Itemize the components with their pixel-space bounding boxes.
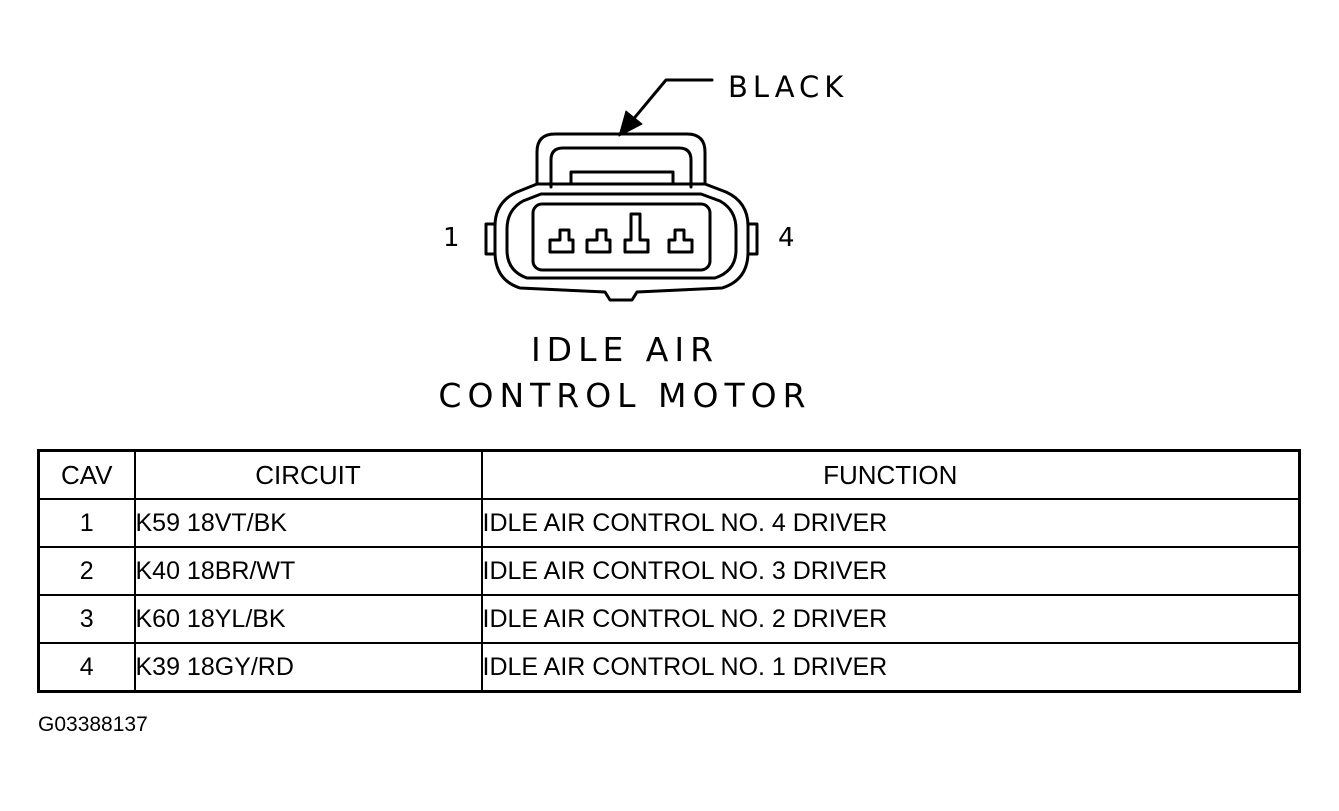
table-row: 2 K40 18BR/WT IDLE AIR CONTROL NO. 3 DRI… xyxy=(37,546,1301,596)
cav-cell: 2 xyxy=(37,546,136,596)
figure-id: G03388137 xyxy=(38,713,148,736)
circuit-cell: K39 18GY/RD xyxy=(133,642,483,693)
terminal-4 xyxy=(667,228,694,254)
circuit-cell: K40 18BR/WT xyxy=(133,546,483,596)
table-header-row: CAV CIRCUIT FUNCTION xyxy=(37,449,1301,500)
circuit-cell: K60 18YL/BK xyxy=(133,594,483,644)
function-cell: IDLE AIR CONTROL NO. 3 DRIVER xyxy=(480,546,1301,596)
table-row: 4 K39 18GY/RD IDLE AIR CONTROL NO. 1 DRI… xyxy=(37,642,1301,693)
connector-body xyxy=(484,182,759,302)
cav-cell: 3 xyxy=(37,594,136,644)
header-function: FUNCTION xyxy=(480,449,1301,500)
connector-latch xyxy=(535,132,707,189)
pin-number-last: 4 xyxy=(778,223,795,253)
pin-number-first: 1 xyxy=(443,223,460,253)
connector-color-label: BLACK xyxy=(728,70,849,104)
terminal-3 xyxy=(623,212,650,254)
header-circuit: CIRCUIT xyxy=(133,449,483,500)
leader-arrow xyxy=(618,78,714,137)
circuit-cell: K59 18VT/BK xyxy=(133,498,483,548)
terminal-1 xyxy=(548,228,575,254)
cav-cell: 4 xyxy=(37,642,136,693)
header-cav: CAV xyxy=(37,449,136,500)
terminals xyxy=(548,212,694,254)
terminal-2 xyxy=(585,228,612,254)
connector-diagram xyxy=(484,78,759,302)
cav-cell: 1 xyxy=(37,498,136,548)
pinout-table: CAV CIRCUIT FUNCTION 1 K59 18VT/BK IDLE … xyxy=(37,449,1301,693)
function-cell: IDLE AIR CONTROL NO. 1 DRIVER xyxy=(480,642,1301,693)
function-cell: IDLE AIR CONTROL NO. 2 DRIVER xyxy=(480,594,1301,644)
function-cell: IDLE AIR CONTROL NO. 4 DRIVER xyxy=(480,498,1301,548)
component-title-line-1: IDLE AIR xyxy=(530,330,720,369)
table-row: 1 K59 18VT/BK IDLE AIR CONTROL NO. 4 DRI… xyxy=(37,498,1301,548)
component-title-line-2: CONTROL MOTOR xyxy=(438,376,812,415)
table-row: 3 K60 18YL/BK IDLE AIR CONTROL NO. 2 DRI… xyxy=(37,594,1301,644)
